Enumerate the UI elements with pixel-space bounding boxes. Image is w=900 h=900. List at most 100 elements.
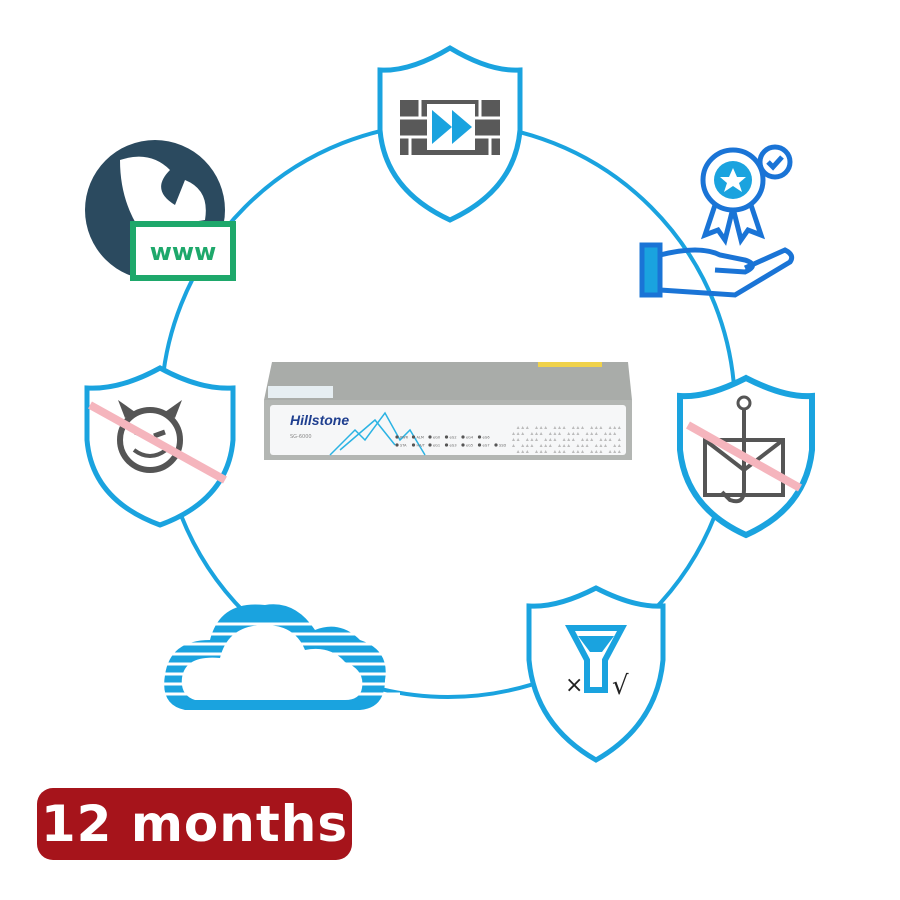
vent-hole bbox=[613, 450, 617, 453]
vent-hole bbox=[516, 450, 520, 453]
content-filter-shield-icon: × √ bbox=[526, 585, 666, 763]
vent-hole bbox=[594, 450, 598, 453]
vent-hole bbox=[571, 426, 575, 429]
vent-hole bbox=[553, 426, 557, 429]
vent-hole bbox=[576, 450, 580, 453]
status-led bbox=[395, 435, 399, 439]
vent-hole bbox=[594, 432, 598, 435]
anti-phishing-shield-icon bbox=[677, 374, 815, 539]
status-led bbox=[477, 435, 482, 439]
vent-hole bbox=[599, 444, 603, 447]
vent-hole bbox=[571, 432, 575, 435]
device-model: SG-6000 bbox=[290, 434, 312, 440]
vent-hole bbox=[530, 444, 534, 447]
vent-hole bbox=[544, 444, 548, 447]
vent-hole bbox=[617, 450, 621, 453]
status-led bbox=[461, 443, 465, 447]
led-label: eG5 bbox=[466, 443, 473, 447]
vent-hole bbox=[567, 444, 571, 447]
led-label: eG0 bbox=[433, 435, 440, 439]
vent-hole bbox=[512, 438, 515, 441]
vent-hole bbox=[594, 426, 598, 429]
led-label: eG1 bbox=[433, 443, 440, 447]
vent-hole bbox=[571, 438, 575, 441]
status-led bbox=[494, 443, 498, 447]
vent-hole bbox=[512, 432, 515, 435]
vent-hole bbox=[544, 450, 548, 453]
status-led bbox=[428, 435, 432, 439]
vent-hole bbox=[594, 444, 598, 447]
vent-hole bbox=[599, 426, 603, 429]
vent-hole bbox=[516, 438, 520, 441]
vent-hole bbox=[548, 432, 552, 435]
vent-hole bbox=[604, 438, 607, 441]
vent-hole bbox=[590, 438, 594, 441]
vent-hole bbox=[576, 432, 580, 435]
vent-hole bbox=[512, 444, 515, 447]
led-label: ALM bbox=[417, 435, 424, 439]
vent-hole bbox=[558, 450, 561, 453]
led-label: STA bbox=[400, 443, 407, 447]
vent-hole bbox=[576, 426, 580, 429]
vent-hole bbox=[535, 432, 538, 435]
accept-mark-icon: √ bbox=[612, 671, 629, 701]
vent-hole bbox=[562, 426, 566, 429]
vent-hole bbox=[613, 432, 617, 435]
vent-hole bbox=[604, 432, 607, 435]
status-led bbox=[395, 443, 399, 447]
firewall-shield-icon bbox=[377, 45, 523, 223]
reject-mark-icon: × bbox=[565, 673, 583, 698]
vent-hole bbox=[521, 426, 525, 429]
led-label: SSD bbox=[499, 443, 506, 447]
vent-hole bbox=[608, 438, 612, 441]
status-led bbox=[477, 443, 482, 447]
vent-hole bbox=[525, 450, 529, 453]
vent-hole bbox=[585, 438, 589, 441]
vent-hole bbox=[585, 432, 589, 435]
vent-hole bbox=[553, 432, 557, 435]
led-label: eG7 bbox=[483, 443, 490, 447]
anti-malware-shield-icon bbox=[84, 365, 236, 528]
award-hand-icon bbox=[639, 144, 795, 298]
vent-hole bbox=[562, 450, 566, 453]
vent-hole bbox=[581, 444, 584, 447]
vent-hole bbox=[590, 432, 594, 435]
led-label: eG6 bbox=[483, 435, 490, 439]
vent-hole bbox=[521, 432, 525, 435]
vent-hole bbox=[530, 432, 534, 435]
led-label: PWR bbox=[400, 435, 409, 439]
vent-hole bbox=[581, 438, 584, 441]
status-led bbox=[444, 443, 449, 447]
vent-hole bbox=[613, 426, 617, 429]
vent-hole bbox=[553, 450, 557, 453]
vent-hole bbox=[567, 438, 571, 441]
vent-hole bbox=[567, 432, 571, 435]
vent-hole bbox=[608, 426, 612, 429]
vent-hole bbox=[558, 432, 561, 435]
status-led bbox=[428, 443, 432, 447]
vent-hole bbox=[558, 426, 561, 429]
cloud-icon bbox=[150, 604, 400, 710]
vent-hole bbox=[599, 450, 603, 453]
vent-hole bbox=[599, 438, 603, 441]
vent-hole bbox=[581, 450, 584, 453]
led-label: eG4 bbox=[466, 435, 474, 439]
led-label: eG2 bbox=[450, 435, 457, 439]
vent-hole bbox=[525, 438, 529, 441]
vent-hole bbox=[562, 444, 566, 447]
vent-hole bbox=[535, 450, 538, 453]
vent-hole bbox=[553, 438, 557, 441]
vent-hole bbox=[617, 444, 621, 447]
www-label: www bbox=[150, 238, 217, 266]
vent-hole bbox=[608, 450, 612, 453]
led-label: HA/T bbox=[417, 443, 426, 447]
status-led bbox=[444, 435, 449, 439]
subscription-duration-badge: 12 months bbox=[37, 788, 352, 860]
vent-hole bbox=[548, 438, 552, 441]
vent-hole bbox=[539, 444, 543, 447]
vent-hole bbox=[604, 444, 607, 447]
vent-hole bbox=[544, 426, 548, 429]
led-label: eG3 bbox=[450, 443, 457, 447]
status-led bbox=[411, 443, 416, 447]
vent-hole bbox=[535, 438, 538, 441]
